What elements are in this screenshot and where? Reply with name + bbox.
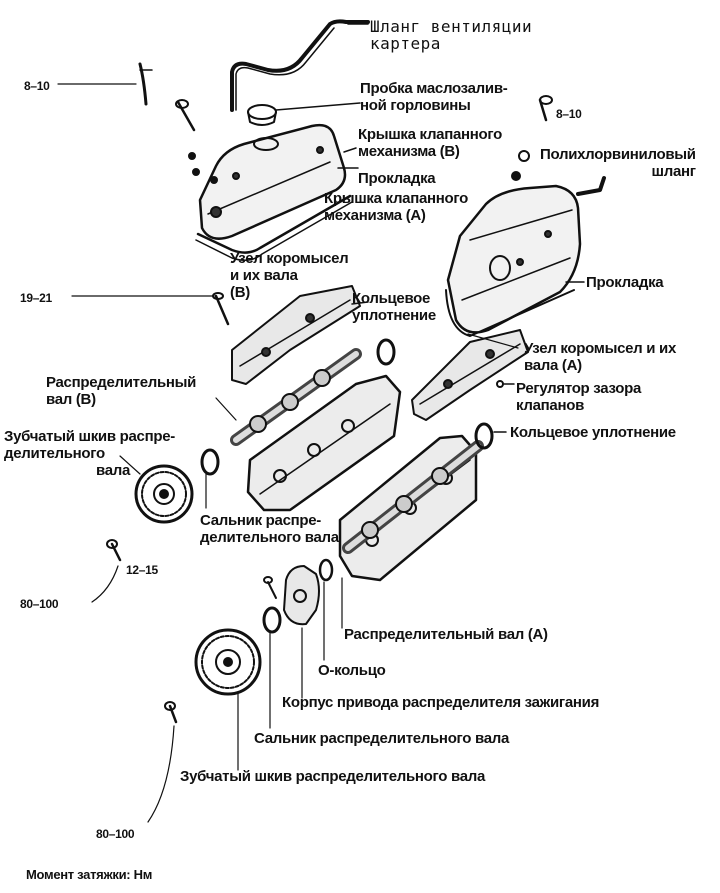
oil-filler-cap bbox=[247, 102, 361, 126]
label-line: делительного вала bbox=[200, 529, 339, 546]
pulley-bolt-top bbox=[110, 542, 122, 562]
torque-pulley-top: 80–100 bbox=[20, 597, 59, 611]
label-rocker-b: Узел коромысел и их вала (B) bbox=[230, 250, 349, 301]
cam-seal-bottom bbox=[262, 606, 282, 634]
label-line: механизма (B) bbox=[358, 143, 460, 160]
oring-seal-right bbox=[474, 422, 494, 450]
label-line: Крышка клапанного bbox=[324, 190, 469, 207]
label-gasket-right: Прокладка bbox=[586, 274, 664, 291]
label-line: и их вала bbox=[230, 267, 298, 284]
ventilation-hose bbox=[230, 19, 370, 112]
label-pvc-hose: Полихлорвиниловый шланг bbox=[540, 146, 696, 180]
valve-cover-b bbox=[195, 123, 359, 261]
label-pulley-bottom: Зубчатый шкив распределительного вала bbox=[180, 768, 486, 785]
label-line: Регулятор зазора bbox=[516, 380, 642, 397]
label-line: вал (B) bbox=[46, 391, 96, 408]
label-gasket-top: Прокладка bbox=[358, 170, 436, 187]
label-cam-seal-bottom: Сальник распределительного вала bbox=[254, 730, 510, 747]
label-line: ной горловины bbox=[360, 97, 471, 114]
label-valve-cover-b: Крышка клапанного механизма (B) bbox=[358, 126, 502, 160]
label-line: Сальник распре- bbox=[200, 512, 321, 529]
torque-top-right: 8–10 bbox=[556, 107, 582, 121]
label-line: Распределительный bbox=[46, 374, 197, 391]
timing-pulley-bottom bbox=[194, 628, 262, 771]
torque-pulley-bottom: 80–100 bbox=[96, 827, 135, 841]
o-ring bbox=[318, 558, 334, 582]
label-oring-seal-right: Кольцевое уплотнение bbox=[510, 424, 676, 441]
label-line: клапанов bbox=[516, 397, 585, 414]
label-camshaft-b: Распределительный вал (B) bbox=[46, 374, 196, 408]
label-line: механизма (A) bbox=[324, 207, 426, 224]
oring-seal-top bbox=[376, 338, 396, 366]
label-lash-adjuster: Регулятор зазора клапанов bbox=[516, 380, 641, 414]
label-line: вала (A) bbox=[524, 357, 582, 374]
torque-rocker: 19–21 bbox=[20, 291, 52, 305]
label-oil-cap: Пробка маслозалив- ной горловины bbox=[360, 80, 508, 114]
label-line: (B) bbox=[230, 284, 250, 301]
label-line: Пробка маслозалив- bbox=[360, 80, 508, 97]
label-line: Узел коромысел bbox=[230, 250, 349, 267]
pulley-bolt-bottom bbox=[168, 704, 178, 724]
label-distributor-housing: Корпус привода распределителя зажигания bbox=[282, 694, 600, 711]
timing-pulley-top bbox=[119, 455, 194, 524]
valve-cover-a bbox=[445, 184, 585, 337]
pvc-hose bbox=[576, 176, 606, 196]
camshaft-a bbox=[341, 440, 484, 629]
torque-top-left: 8–10 bbox=[24, 79, 50, 93]
label-line: картера bbox=[370, 34, 441, 53]
camshaft-b bbox=[215, 348, 362, 446]
label-oring-seal-top: Кольцевое уплотнение bbox=[352, 290, 436, 324]
torque-mid: 12–15 bbox=[126, 563, 158, 577]
label-rocker-a: Узел коромысел и их вала (A) bbox=[524, 340, 676, 374]
label-o-ring: О-кольцо bbox=[318, 662, 386, 679]
label-line: делительного bbox=[4, 445, 105, 462]
label-line: Крышка клапанного bbox=[358, 126, 503, 143]
label-pulley-top: Зубчатый шкив распре- делительного вала bbox=[4, 428, 175, 479]
rocker-assembly-a bbox=[411, 329, 529, 421]
bolt-top-left bbox=[138, 62, 148, 106]
label-line: Шланг вентиляции bbox=[370, 17, 533, 36]
label-cam-seal-top: Сальник распре- делительного вала bbox=[200, 512, 339, 546]
cam-seal-top bbox=[200, 448, 220, 476]
label-line: шланг bbox=[651, 163, 696, 180]
label-valve-cover-a: Крышка клапанного механизма (A) bbox=[324, 190, 468, 224]
label-line: Полихлорвиниловый bbox=[540, 146, 696, 163]
label-line: Кольцевое bbox=[352, 290, 431, 307]
label-line: уплотнение bbox=[352, 307, 436, 324]
label-line: вала bbox=[96, 462, 131, 479]
distributor-housing bbox=[263, 565, 320, 699]
label-vent-hose: Шланг вентиляции картера bbox=[370, 18, 532, 52]
label-line: Узел коромысел и их bbox=[524, 340, 677, 357]
label-line: Зубчатый шкив распре- bbox=[4, 428, 175, 445]
rocker-assembly-b bbox=[71, 285, 361, 385]
label-camshaft-a: Распределительный вал (A) bbox=[344, 626, 548, 643]
footer-torque-unit: Момент затяжки: Нм bbox=[26, 867, 153, 882]
cylinder-head-b bbox=[246, 374, 402, 512]
